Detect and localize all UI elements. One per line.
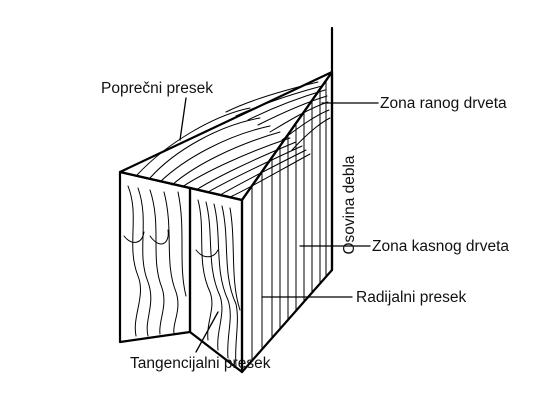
growth-rings (136, 81, 331, 198)
tangential-grain (195, 199, 241, 367)
label-cross-section: Poprečni presek (101, 80, 213, 97)
label-radial-section: Radijalni presek (356, 289, 467, 306)
leader-tangential (195, 311, 219, 353)
wood-wedge (118, 70, 334, 374)
label-earlywood-zone: Zona ranog drveta (380, 95, 507, 112)
front-left-grain (123, 185, 187, 337)
label-latewood-zone: Zona kasnog drveta (372, 238, 509, 255)
radial-grain (251, 80, 327, 362)
leader-cross-section (179, 97, 187, 141)
leader-lines (179, 97, 379, 353)
radial-face (240, 70, 334, 374)
label-trunk-axis: Osovina debla (341, 155, 358, 254)
label-tangential-section: Tangencijalni presek (130, 355, 271, 372)
